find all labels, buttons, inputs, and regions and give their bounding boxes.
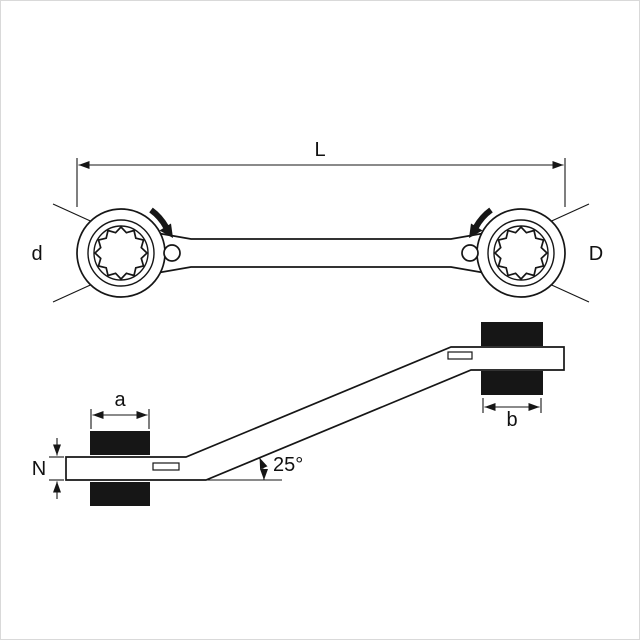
angle-arc bbox=[259, 457, 269, 481]
right-head-knurl-bottom bbox=[481, 371, 543, 395]
right-pawl-slot bbox=[447, 351, 473, 360]
top-view: L d D bbox=[31, 139, 603, 302]
left-head-knurl-top bbox=[90, 431, 150, 455]
side-view: a b N 25° bbox=[32, 322, 565, 506]
label-head-width-b: b bbox=[506, 409, 517, 431]
left-head-knurl-bottom bbox=[90, 482, 150, 506]
left-pawl-slot bbox=[152, 462, 180, 471]
label-head-thickness: N bbox=[32, 458, 46, 480]
right-head-knurl-top bbox=[481, 322, 543, 346]
ring-head-left bbox=[53, 158, 321, 302]
label-offset-angle: 25° bbox=[273, 454, 303, 476]
label-head-width-a: a bbox=[114, 389, 126, 411]
label-overall-length: L bbox=[314, 139, 325, 161]
label-small-diameter: d bbox=[31, 243, 42, 265]
ring-head-right bbox=[321, 158, 589, 302]
label-large-diameter: D bbox=[589, 243, 603, 265]
wrench-shaft bbox=[150, 230, 492, 276]
wrench-side-profile bbox=[65, 346, 565, 481]
